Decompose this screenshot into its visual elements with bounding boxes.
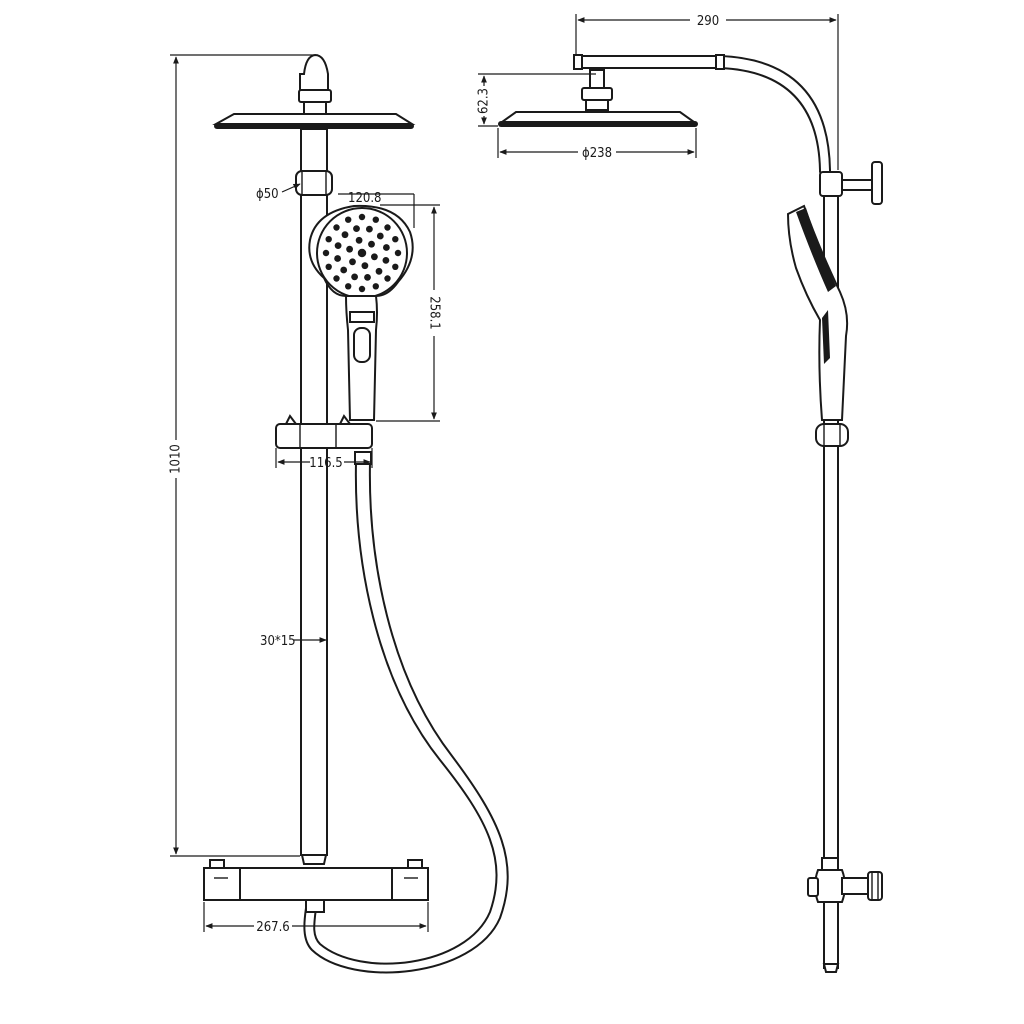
spray-nozzle xyxy=(334,255,341,262)
dim-arm-projection: 290 xyxy=(697,14,719,29)
spray-nozzle xyxy=(358,213,366,221)
dim-head-diameter: ϕ238 xyxy=(582,146,612,161)
spray-nozzle xyxy=(334,242,342,250)
dim-hand-shower-length: 258.1 xyxy=(427,296,442,329)
spray-nozzle xyxy=(345,283,352,290)
spray-nozzle xyxy=(372,283,379,290)
side-shower-arm xyxy=(573,54,831,173)
front-rail-clamp xyxy=(295,170,333,196)
spray-nozzle xyxy=(355,236,363,244)
spray-nozzle xyxy=(371,253,378,261)
spray-nozzle xyxy=(384,224,391,231)
front-shower-hose xyxy=(303,451,509,974)
side-view: 290 62.3 ϕ238 xyxy=(477,14,883,973)
dim-head-height: 62.3 xyxy=(477,88,492,114)
front-view: 1010 ϕ50 120.8 258.1 116.5 30*15 267.6 xyxy=(169,53,509,974)
spray-nozzle xyxy=(382,257,390,264)
front-thermostatic-mixer xyxy=(203,859,429,913)
side-thermostatic-mixer xyxy=(807,857,883,903)
spray-nozzle xyxy=(345,216,352,223)
side-wall-bracket xyxy=(819,161,883,205)
spray-nozzle xyxy=(340,266,348,274)
spray-nozzle xyxy=(346,245,353,253)
side-hand-shower-holder xyxy=(815,423,849,447)
spray-nozzle xyxy=(351,273,358,281)
spray-nozzle xyxy=(375,267,383,275)
spray-nozzle xyxy=(392,263,399,270)
spray-nozzle xyxy=(392,236,399,243)
spray-nozzle xyxy=(341,231,349,239)
dim-hand-shower-width: 120.8 xyxy=(348,191,381,206)
spray-nozzle xyxy=(349,258,356,266)
spray-nozzle xyxy=(376,232,384,240)
dim-rail-diameter: ϕ50 xyxy=(256,187,279,202)
front-dimension-lines xyxy=(170,54,440,932)
spray-nozzle xyxy=(357,248,367,258)
spray-nozzle xyxy=(394,249,402,257)
spray-nozzle xyxy=(366,225,373,233)
dim-rail-section: 30*15 xyxy=(260,634,296,649)
spray-nozzle xyxy=(333,224,340,231)
spray-nozzle xyxy=(353,225,360,233)
dim-holder-offset: 116.5 xyxy=(309,456,342,471)
spray-nozzle xyxy=(383,244,390,251)
spray-nozzle xyxy=(325,236,332,243)
front-hand-shower xyxy=(308,204,414,421)
spray-nozzle xyxy=(384,275,391,282)
spray-nozzle xyxy=(368,240,375,248)
spray-nozzle xyxy=(333,275,340,282)
front-hand-shower-holder xyxy=(275,414,373,449)
side-rain-shower-head xyxy=(498,69,698,127)
dim-mixer-width: 267.6 xyxy=(256,920,289,935)
spray-nozzle xyxy=(325,263,332,270)
spray-nozzle xyxy=(361,262,369,270)
side-dimension-lines xyxy=(478,14,839,170)
spray-nozzle xyxy=(372,216,379,223)
spray-nozzle xyxy=(364,274,371,281)
spray-nozzles xyxy=(322,213,402,293)
spray-nozzle xyxy=(358,285,366,293)
dim-overall-height: 1010 xyxy=(169,444,184,474)
side-hand-shower xyxy=(786,204,849,421)
front-rain-shower-head xyxy=(212,53,416,129)
spray-nozzle xyxy=(322,249,330,257)
